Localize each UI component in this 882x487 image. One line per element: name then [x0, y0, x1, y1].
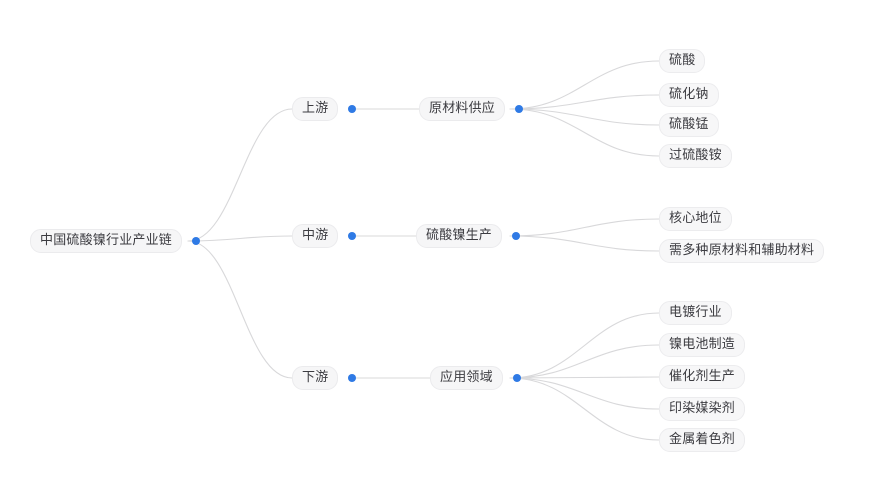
leaf-node-2-4[interactable]: 金属着色剂: [659, 428, 746, 452]
child-node-0-label: 原材料供应: [419, 97, 506, 121]
root-node[interactable]: 中国硫酸镍行业产业链: [30, 229, 201, 253]
edge-child-to-leaf-2-0: [509, 312, 660, 379]
leaf-node-0-0[interactable]: 硫酸: [659, 49, 706, 73]
child-node-1-label: 硫酸镍生产: [416, 224, 503, 248]
edge-child-to-leaf-2-1: [509, 344, 660, 379]
leaf-node-0-2[interactable]: 硫酸锰: [659, 113, 719, 137]
leaf-node-0-0-label: 硫酸: [659, 49, 706, 73]
leaf-node-1-1-label: 需多种原材料和辅助材料: [659, 239, 825, 263]
leaf-node-2-1[interactable]: 镍电池制造: [659, 333, 746, 357]
leaf-node-2-3[interactable]: 印染媒染剂: [659, 397, 746, 421]
edge-child-to-leaf-0-2: [509, 108, 660, 126]
edge-root-to-branch-0: [187, 108, 293, 242]
root-node-dot[interactable]: [192, 237, 201, 245]
child-node-2-dot[interactable]: [512, 374, 521, 382]
leaf-node-2-1-label: 镍电池制造: [659, 333, 746, 357]
edge-child-to-leaf-2-2: [509, 376, 660, 379]
leaf-node-0-3-label: 过硫酸铵: [659, 144, 732, 168]
branch-node-0-dot[interactable]: [348, 105, 357, 113]
child-node-2-label: 应用领域: [430, 366, 503, 390]
edge-child-to-leaf-1-1: [509, 235, 660, 252]
branch-node-1[interactable]: 中游: [292, 224, 357, 248]
edge-child-to-leaf-0-3: [509, 108, 660, 157]
leaf-node-2-0[interactable]: 电镀行业: [659, 301, 732, 325]
leaf-node-0-1[interactable]: 硫化钠: [659, 83, 719, 107]
edge-child-to-leaf-2-3: [509, 377, 660, 410]
branch-node-1-label: 中游: [292, 224, 339, 248]
child-node-2[interactable]: 应用领域: [430, 366, 521, 390]
edge-child-to-leaf-2-4: [509, 377, 660, 441]
edge-child-to-leaf-0-1: [509, 94, 660, 110]
edge-root-to-branch-1: [187, 235, 293, 242]
branch-node-1-dot[interactable]: [348, 232, 357, 240]
leaf-node-0-3[interactable]: 过硫酸铵: [659, 144, 732, 168]
branch-node-0[interactable]: 上游: [292, 97, 357, 121]
leaf-node-2-3-label: 印染媒染剂: [659, 397, 746, 421]
leaf-node-1-0[interactable]: 核心地位: [659, 207, 732, 231]
root-node-label: 中国硫酸镍行业产业链: [30, 229, 183, 253]
edge-child-to-leaf-1-0: [509, 218, 660, 237]
branch-node-2[interactable]: 下游: [292, 366, 357, 390]
edge-child-to-leaf-0-0: [509, 60, 660, 110]
child-node-0[interactable]: 原材料供应: [419, 97, 524, 121]
branch-node-2-label: 下游: [292, 366, 339, 390]
child-node-0-dot[interactable]: [515, 105, 524, 113]
edge-root-to-branch-2: [187, 240, 293, 379]
child-node-1[interactable]: 硫酸镍生产: [416, 224, 521, 248]
leaf-node-0-2-label: 硫酸锰: [659, 113, 719, 137]
branch-node-0-label: 上游: [292, 97, 339, 121]
leaf-node-2-2[interactable]: 催化剂生产: [659, 365, 746, 389]
leaf-node-2-2-label: 催化剂生产: [659, 365, 746, 389]
leaf-node-2-0-label: 电镀行业: [659, 301, 732, 325]
leaf-node-1-1[interactable]: 需多种原材料和辅助材料: [659, 239, 825, 263]
leaf-node-0-1-label: 硫化钠: [659, 83, 719, 107]
leaf-node-2-4-label: 金属着色剂: [659, 428, 746, 452]
leaf-node-1-0-label: 核心地位: [659, 207, 732, 231]
branch-node-2-dot[interactable]: [348, 374, 357, 382]
child-node-1-dot[interactable]: [512, 232, 521, 240]
